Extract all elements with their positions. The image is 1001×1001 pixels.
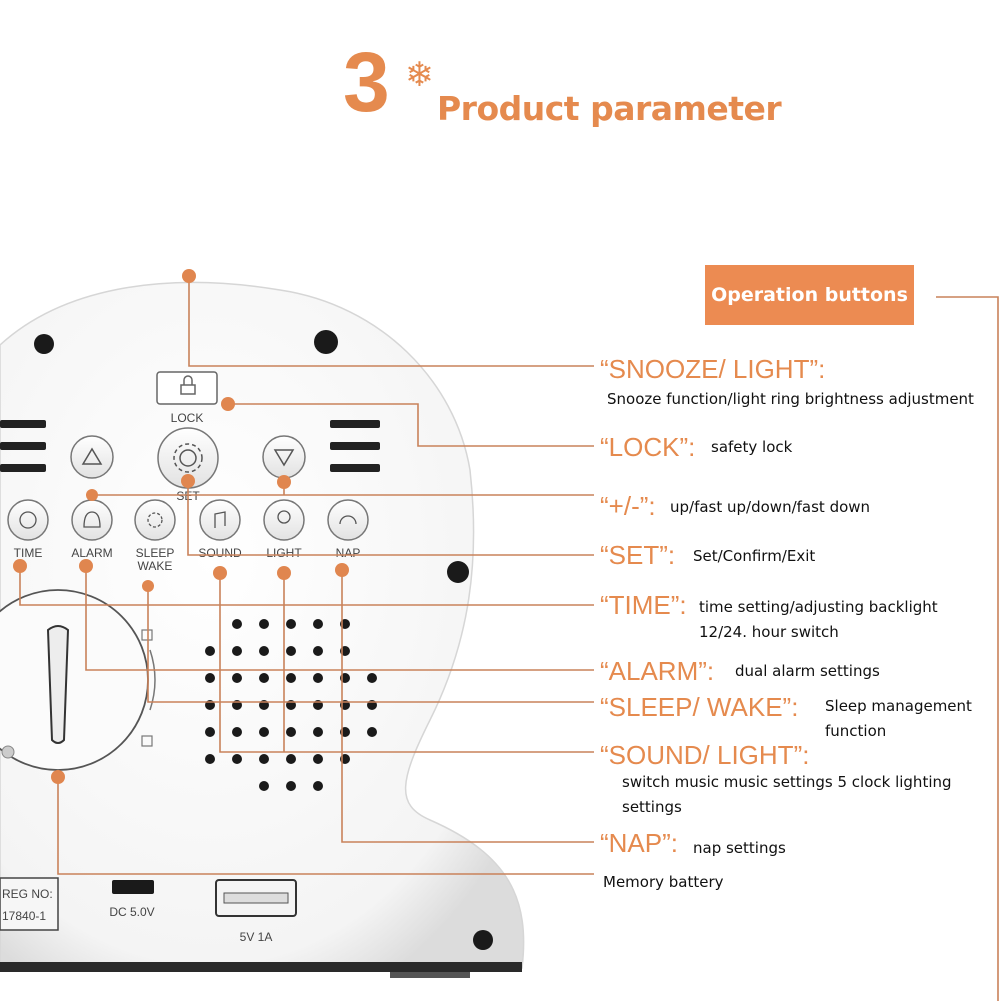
speaker-hole xyxy=(367,673,377,683)
time-desc-2: 12/24. hour switch xyxy=(699,623,839,641)
plus-minus-label: “+/-”: xyxy=(600,491,656,521)
sleep-wake-label: “SLEEP/ WAKE”: xyxy=(600,692,799,722)
speaker-hole xyxy=(205,754,215,764)
screw-hole xyxy=(447,561,469,583)
speaker-hole xyxy=(232,754,242,764)
nap-button xyxy=(327,499,369,541)
speaker-hole xyxy=(259,727,269,737)
speaker-hole xyxy=(286,619,296,629)
sound-light-desc-2: settings xyxy=(622,798,682,816)
speaker-hole xyxy=(205,646,215,656)
up-button xyxy=(70,435,114,479)
snooze-light-label: “SNOOZE/ LIGHT”: xyxy=(600,354,826,384)
nap-label: “NAP”: xyxy=(600,828,678,858)
lock-label: “LOCK”: xyxy=(600,432,696,462)
speaker-hole xyxy=(286,727,296,737)
speaker-hole xyxy=(205,673,215,683)
nap-text: NAP xyxy=(336,546,361,560)
speaker-hole xyxy=(313,619,323,629)
speaker-hole xyxy=(313,754,323,764)
sound-button xyxy=(199,499,241,541)
speaker-hole xyxy=(259,619,269,629)
alarm-label: “ALARM”: xyxy=(600,656,715,686)
time-text: TIME xyxy=(14,546,43,560)
light-text: LIGHT xyxy=(266,546,302,560)
speaker-hole xyxy=(286,646,296,656)
left-vent xyxy=(0,420,46,472)
section-number: 3 xyxy=(343,35,390,129)
screw-hole xyxy=(34,334,54,354)
reg-label xyxy=(0,877,59,931)
time-desc: time setting/adjusting backlight xyxy=(699,598,938,616)
speaker-hole xyxy=(313,646,323,656)
set-label: “SET”: xyxy=(600,540,676,570)
speaker-hole xyxy=(232,646,242,656)
wake-text: WAKE xyxy=(138,559,173,573)
sleep-wake-desc: Sleep management xyxy=(825,697,972,715)
sound-text: SOUND xyxy=(198,546,242,560)
speaker-hole xyxy=(313,673,323,683)
plus-minus-desc: up/fast up/down/fast down xyxy=(670,498,871,516)
sound-light-label: “SOUND/ LIGHT”: xyxy=(600,740,810,770)
sleep-wake-button xyxy=(134,499,176,541)
snowflake-icon: ❄ xyxy=(405,55,434,95)
alarm-desc: dual alarm settings xyxy=(735,662,880,680)
time-button xyxy=(7,499,49,541)
reg-text-2: 17840-1 xyxy=(2,909,46,923)
set-desc: Set/Confirm/Exit xyxy=(693,547,816,565)
sleep-text: SLEEP xyxy=(136,546,175,560)
memory-battery-label: Memory battery xyxy=(603,873,724,891)
screw-hole xyxy=(473,930,493,950)
time-label: “TIME”: xyxy=(600,590,687,620)
screw-hole xyxy=(314,330,338,354)
speaker-hole xyxy=(232,673,242,683)
alarm-button xyxy=(71,499,113,541)
snooze-light-desc: Snooze function/light ring brightness ad… xyxy=(607,390,974,408)
speaker-hole xyxy=(232,727,242,737)
light-button xyxy=(263,499,305,541)
nap-desc: nap settings xyxy=(693,839,786,857)
leader-lines xyxy=(19,276,999,1001)
alarm-text: ALARM xyxy=(71,546,112,560)
device-base xyxy=(0,962,522,972)
speaker-hole xyxy=(286,673,296,683)
speaker-hole xyxy=(259,781,269,791)
reg-text-1: REG NO: xyxy=(2,887,53,901)
lock-switch xyxy=(156,371,218,405)
speaker-hole xyxy=(259,754,269,764)
lock-desc: safety lock xyxy=(711,438,793,456)
speaker-hole xyxy=(259,673,269,683)
speaker-hole xyxy=(205,727,215,737)
dc-port xyxy=(112,880,154,894)
down-button xyxy=(262,435,306,479)
speaker-hole xyxy=(367,727,377,737)
speaker-hole xyxy=(232,619,242,629)
operation-buttons-box: Operation buttons xyxy=(705,265,914,325)
speaker-hole xyxy=(313,781,323,791)
sleep-wake-desc-2: function xyxy=(825,722,887,740)
page-title: Product parameter xyxy=(437,89,782,128)
speaker-grille xyxy=(205,619,377,791)
speaker-hole xyxy=(286,754,296,764)
usb-text: 5V 1A xyxy=(240,930,273,944)
speaker-hole xyxy=(313,727,323,737)
dc-text: DC 5.0V xyxy=(109,905,154,919)
speaker-hole xyxy=(286,781,296,791)
speaker-hole xyxy=(259,646,269,656)
sound-light-desc: switch music music settings 5 clock ligh… xyxy=(622,773,952,791)
lock-text: LOCK xyxy=(171,411,204,425)
leader-dots xyxy=(13,269,349,784)
right-vent xyxy=(330,420,380,472)
